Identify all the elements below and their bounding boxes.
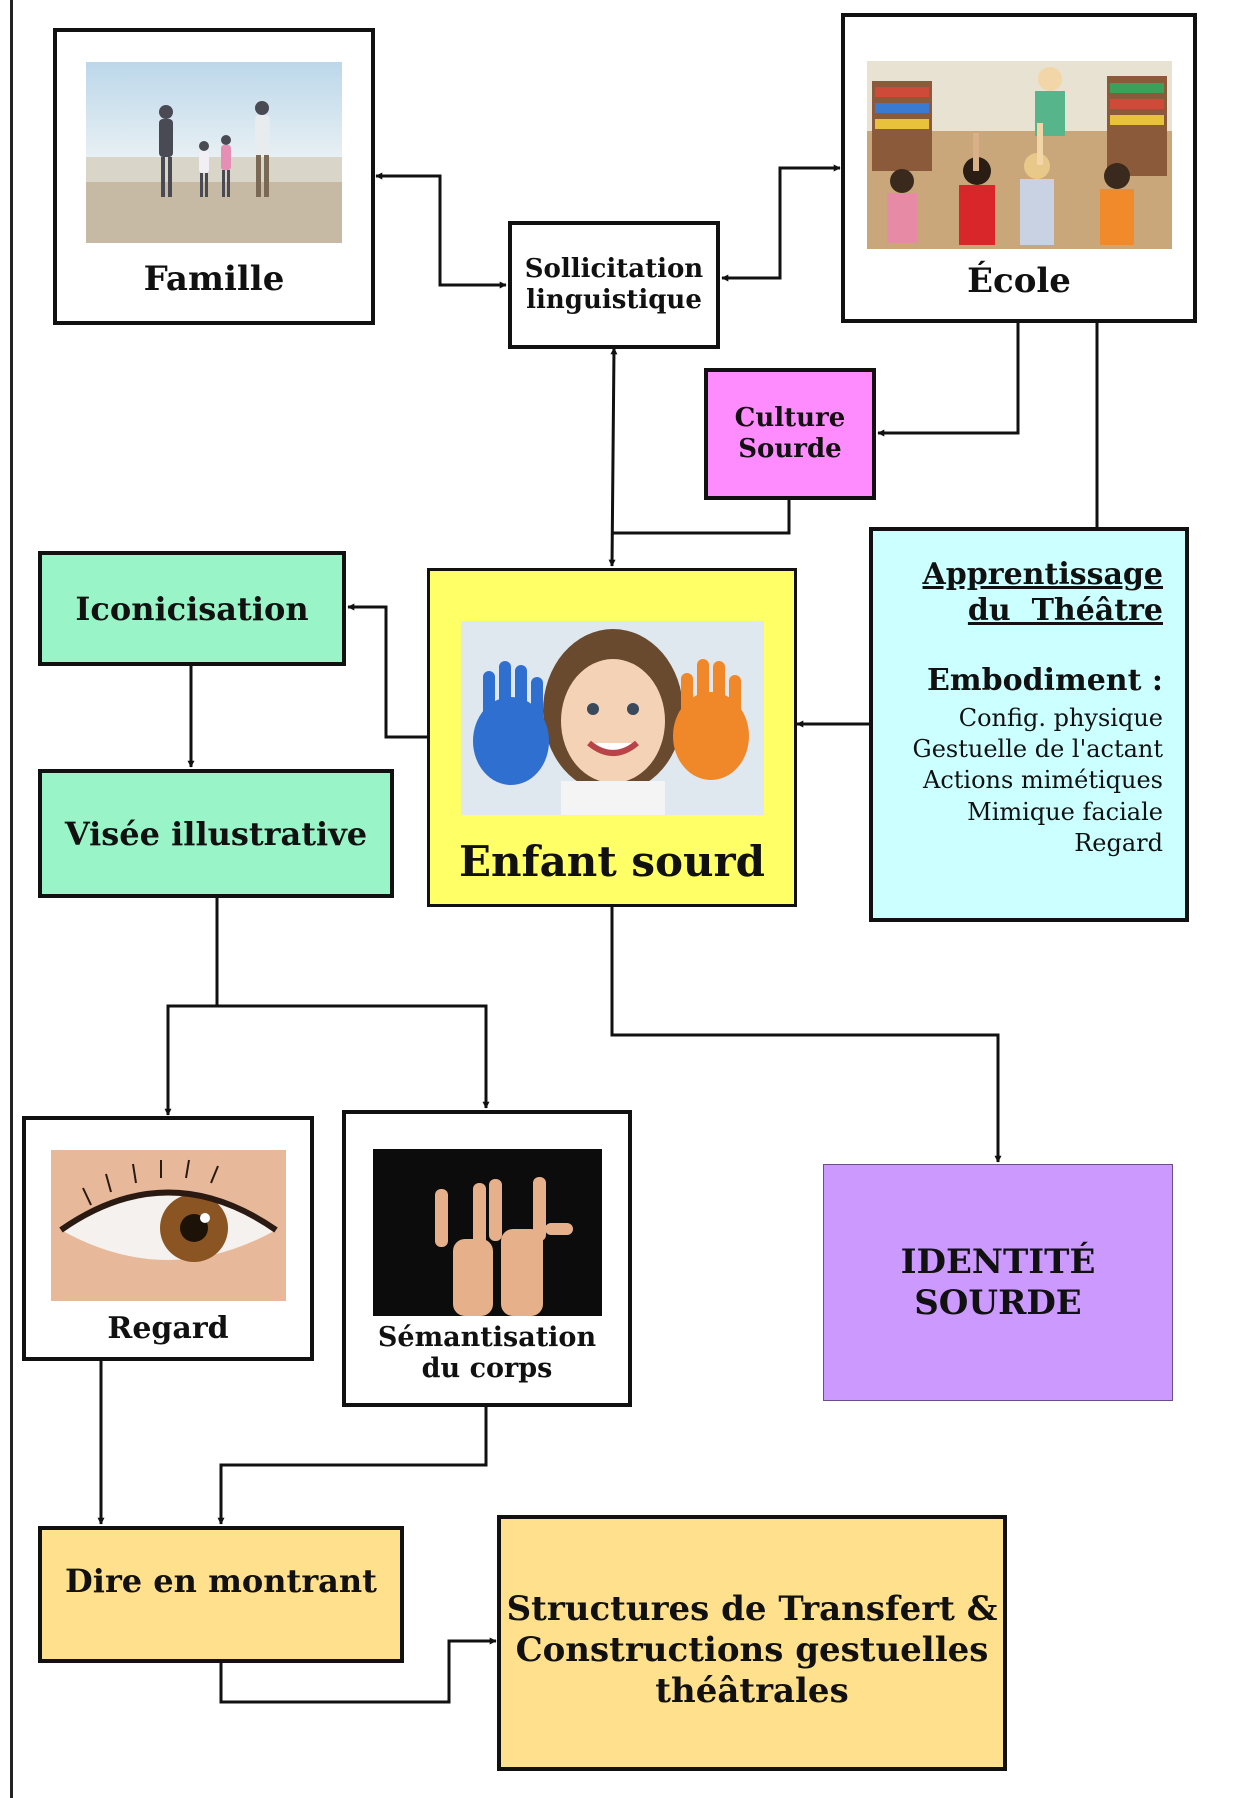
theatre-title-line2: du Théâtre: [967, 593, 1163, 628]
semantisation-label: Sémantisation du corps: [378, 1322, 596, 1384]
arrow-semantisation-dire: [217, 1405, 488, 1525]
family-beach-photo: [86, 62, 342, 243]
sollicitation-line1: Sollicitation: [524, 253, 704, 284]
apprentissage-theatre-box: Apprentissage du Théâtre Embodiment : Co…: [869, 527, 1189, 922]
structures-line2: Constructions gestuelles: [515, 1629, 989, 1670]
identite-line2: SOURDE: [914, 1282, 1082, 1323]
arrow-visee-semantisation: [217, 1004, 490, 1109]
enfant-sourd-box: Enfant sourd: [427, 568, 797, 907]
structures-line3: théâtrales: [655, 1670, 849, 1711]
arrow-ecole-culture: [877, 322, 1020, 437]
semantisation-box: Sémantisation du corps: [342, 1110, 632, 1407]
iconicisation-label: Iconicisation: [75, 589, 309, 628]
child-painted-hands-photo: [460, 621, 764, 815]
theatre-item: Gestuelle de l'actant: [912, 735, 1163, 764]
structures-line1: Structures de Transfert &: [506, 1589, 998, 1629]
regard-box: Regard: [22, 1116, 314, 1361]
theatre-item: Config. physique: [958, 704, 1163, 732]
arrow-dire-structures: [219, 1637, 497, 1704]
theatre-title-line1: Apprentissage: [922, 557, 1163, 592]
theatre-item: Regard: [1074, 828, 1163, 857]
semantisation-line2: du corps: [421, 1353, 553, 1385]
eye-photo: [50, 1150, 286, 1301]
arrow-sollicitation-enfant: [608, 347, 618, 567]
ecole-box: École: [841, 13, 1197, 323]
theatre-item: Actions mimétiques: [923, 766, 1163, 795]
theatre-subtitle: Embodiment :: [927, 663, 1163, 698]
culture-sourde-box: Culture Sourde: [704, 368, 876, 500]
hands-signing-photo: [372, 1149, 602, 1316]
classroom-photo: [866, 61, 1172, 249]
iconicisation-box: Iconicisation: [38, 551, 346, 666]
sollicitation-box: Sollicitation linguistique: [508, 221, 720, 349]
arrow-famille-sollicitation: [375, 172, 507, 289]
culture-line2: Sourde: [738, 434, 842, 464]
arrow-enfant-identite: [610, 906, 1002, 1163]
ecole-label: École: [967, 261, 1071, 301]
dire-en-montrant-box: Dire en montrant: [38, 1526, 404, 1663]
famille-label: Famille: [143, 259, 285, 299]
arrow-enfant-iconicisation: [347, 603, 428, 739]
identite-sourde-box: IDENTITÉ SOURDE: [823, 1164, 1173, 1401]
line-visee-split: [164, 898, 219, 1116]
theatre-item: Mimique faciale: [967, 797, 1163, 826]
line-culture-enfant: [612, 500, 791, 535]
sollicitation-line2: linguistique: [526, 285, 702, 315]
visee-illustrative-box: Visée illustrative: [38, 769, 394, 898]
arrow-sollicitation-ecole: [721, 164, 841, 282]
regard-label: Regard: [107, 1311, 229, 1346]
visee-label: Visée illustrative: [64, 814, 368, 853]
semantisation-line1: Sémantisation: [377, 1322, 597, 1353]
enfant-label: Enfant sourd: [458, 837, 766, 886]
famille-box: Famille: [53, 28, 375, 325]
dire-label: Dire en montrant: [65, 1562, 377, 1600]
page-left-border: [10, 0, 13, 1798]
identite-line1: IDENTITÉ: [900, 1241, 1096, 1282]
structures-transfert-box: Structures de Transfert & Constructions …: [497, 1515, 1007, 1771]
culture-line1: Culture: [734, 402, 846, 433]
